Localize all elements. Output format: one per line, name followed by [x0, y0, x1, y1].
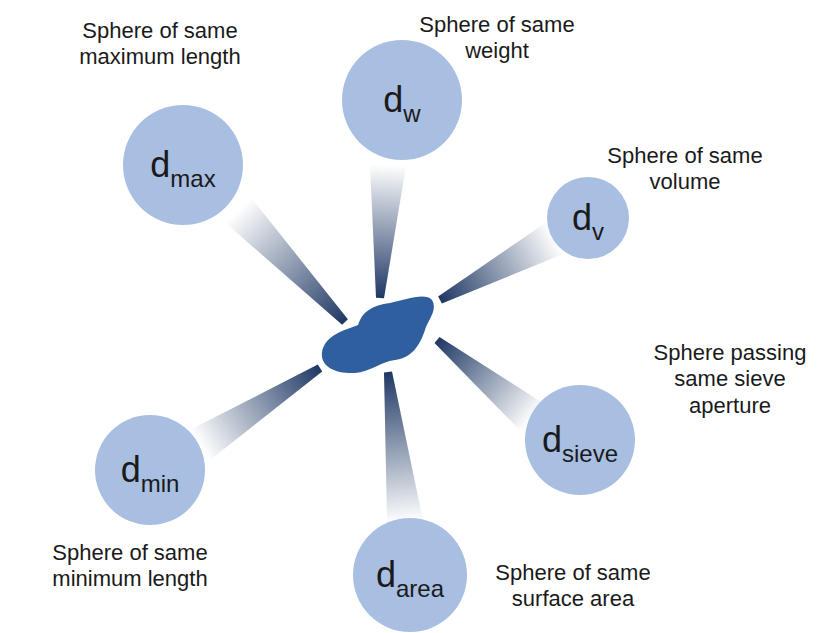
projection-ray — [438, 222, 563, 303]
symbol-base: d — [121, 449, 141, 490]
symbol-base: d — [383, 79, 403, 120]
sphere-circle — [353, 518, 467, 632]
diameter-symbol: dmax — [150, 147, 215, 183]
symbol-base: d — [572, 197, 592, 238]
sphere-caption: Sphere of same volume — [600, 143, 770, 196]
symbol-subscript: w — [403, 100, 420, 127]
diameter-symbol: dsieve — [542, 422, 618, 458]
symbol-holder: dv — [547, 177, 629, 259]
equivalent-sphere: dareaSphere of same surface area — [353, 518, 467, 632]
symbol-base: d — [150, 144, 170, 185]
sphere-caption: Sphere of same weight — [412, 12, 582, 65]
symbol-base: d — [542, 419, 562, 460]
equivalent-sphere: dsieveSphere passing same sieve aperture — [525, 385, 635, 495]
equivalent-sphere: dminSphere of same minimum length — [95, 415, 205, 525]
symbol-holder: dsieve — [525, 385, 635, 495]
symbol-subscript: sieve — [562, 440, 618, 467]
symbol-subscript: v — [592, 218, 604, 245]
sphere-caption: Sphere passing same sieve aperture — [648, 340, 813, 419]
equivalent-sphere: dvSphere of same volume — [547, 177, 629, 259]
sphere-circle — [95, 415, 205, 525]
projection-ray — [384, 372, 423, 525]
symbol-holder: darea — [353, 518, 467, 632]
symbol-holder: dmax — [123, 105, 243, 225]
sphere-circle — [547, 177, 629, 259]
projection-ray — [435, 337, 545, 432]
sphere-circle — [342, 40, 462, 160]
projection-ray — [190, 365, 322, 461]
symbol-base: d — [376, 554, 396, 595]
symbol-subscript: min — [141, 470, 180, 497]
diameter-symbol: dw — [383, 82, 420, 118]
sphere-caption: Sphere of same maximum length — [60, 18, 260, 71]
symbol-holder: dmin — [95, 415, 205, 525]
sphere-caption: Sphere of same surface area — [488, 560, 658, 613]
symbol-subscript: max — [170, 165, 215, 192]
symbol-holder: dw — [342, 40, 462, 160]
irregular-particle — [322, 297, 434, 374]
equivalent-sphere: dmaxSphere of same maximum length — [123, 105, 243, 225]
sphere-circle — [525, 385, 635, 495]
equivalent-sphere: dwSphere of same weight — [342, 40, 462, 160]
projection-ray — [225, 198, 348, 325]
diameter-symbol: dmin — [121, 452, 180, 488]
diameter-symbol: dv — [572, 200, 604, 236]
sphere-circle — [123, 105, 243, 225]
sphere-caption: Sphere of same minimum length — [30, 540, 230, 593]
diameter-symbol: darea — [376, 557, 444, 593]
projection-ray — [370, 164, 406, 298]
symbol-subscript: area — [396, 575, 444, 602]
